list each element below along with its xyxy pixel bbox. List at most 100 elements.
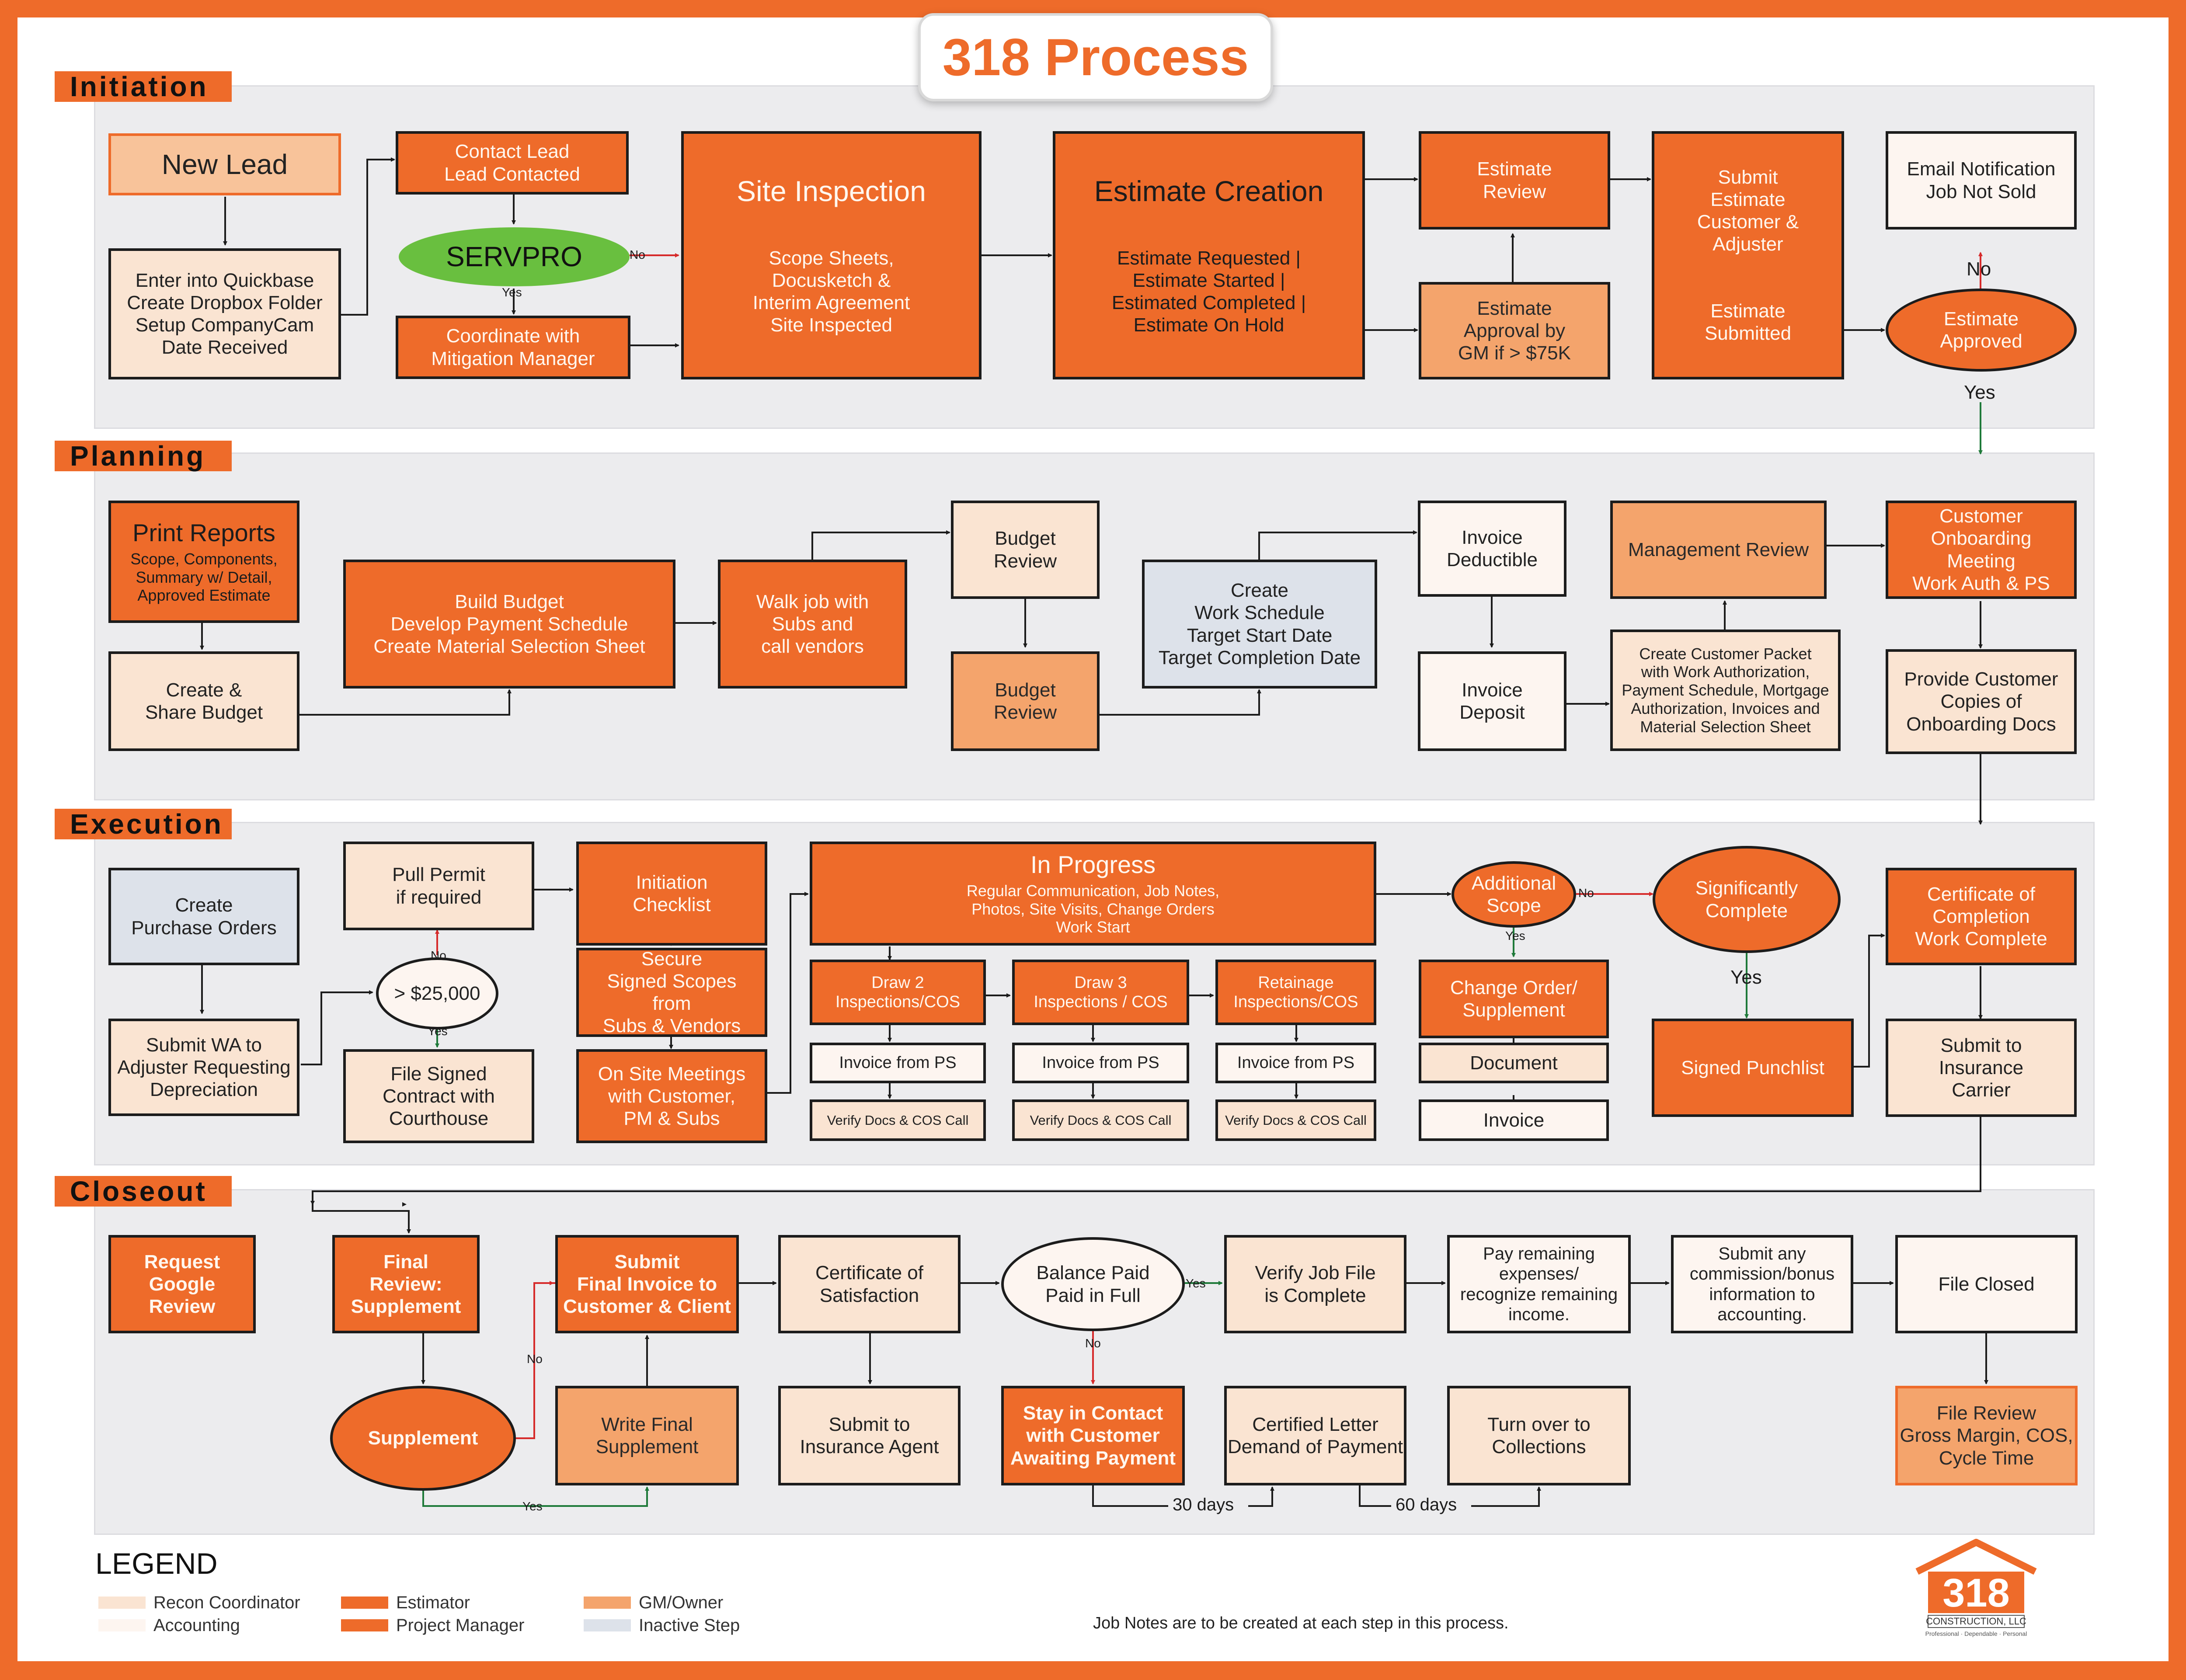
estimate-creation-details: Estimate Requested | Estimate Started | …	[1111, 247, 1306, 336]
node-change-order: Change Order/ Supplement	[1419, 960, 1609, 1038]
node-request-google-review: Request Google Review	[108, 1235, 256, 1333]
node-initiation-checklist: Initiation Checklist	[576, 842, 767, 946]
legend-swatch-recon	[98, 1597, 146, 1609]
closeout-connector	[1092, 1485, 1168, 1507]
legend-label-inactive: Inactive Step	[639, 1615, 740, 1635]
node-certified-letter: Certified Letter Demand of Payment	[1224, 1386, 1406, 1485]
closeout-connector	[1248, 1486, 1274, 1507]
node-walk-job: Walk job with Subs and call vendors	[718, 560, 907, 689]
estimate-creation-title: Estimate Creation	[1094, 174, 1324, 207]
node-servpro: SERVPRO	[399, 227, 630, 286]
legend-title: LEGEND	[95, 1547, 218, 1580]
node-invoice-ps-1: Invoice from PS	[810, 1043, 986, 1083]
lane-label-execution: Execution	[55, 809, 232, 839]
node-supplement: Supplement	[330, 1386, 516, 1491]
closeout-connector	[422, 1486, 649, 1507]
footnote: Job Notes are to be created at each step…	[1093, 1614, 1509, 1632]
node-enter-quickbase: Enter into Quickbase Create Dropbox Fold…	[108, 248, 341, 379]
node-provide-copies: Provide Customer Copies of Onboarding Do…	[1886, 649, 2077, 754]
node-file-signed-contract: File Signed Contract with Courthouse	[343, 1049, 534, 1143]
node-submit-wa: Submit WA to Adjuster Requesting Depreci…	[108, 1019, 299, 1116]
node-certificate-completion: Certificate of Completion Work Complete	[1886, 868, 2077, 965]
node-stay-in-contact: Stay in Contact with Customer Awaiting P…	[1001, 1386, 1185, 1485]
legend-swatch-project-manager	[341, 1619, 388, 1631]
legend-swatch-gm-owner	[584, 1597, 631, 1609]
node-submit-final-invoice: Submit Final Invoice to Customer & Clien…	[555, 1235, 739, 1333]
node-submit-insurance-carrier: Submit to Insurance Carrier	[1886, 1019, 2077, 1117]
node-submit-estimate: Submit Estimate Customer & Adjuster Esti…	[1652, 131, 1844, 379]
node-verify-docs-3: Verify Docs & COS Call	[1215, 1099, 1376, 1141]
node-invoice-deductible: Invoice Deductible	[1418, 501, 1566, 597]
node-submit-commission: Submit any commission/bonus information …	[1671, 1235, 1853, 1333]
node-write-final-supplement: Write Final Supplement	[555, 1386, 739, 1485]
in-progress-title: In Progress	[1030, 850, 1156, 878]
node-budget-review-1: Budget Review	[951, 501, 1100, 599]
closeout-connector	[516, 1281, 554, 1439]
node-customer-onboarding: Customer Onboarding Meeting Work Auth & …	[1886, 501, 2077, 599]
closeout-connector	[312, 1204, 411, 1234]
node-email-notification: Email Notification Job Not Sold	[1886, 131, 2077, 230]
node-new-lead: New Lead	[108, 133, 341, 195]
legend-swatch-estimator	[341, 1597, 388, 1609]
legend-item-recon: Recon Coordinator	[98, 1593, 300, 1612]
legend-label-accounting: Accounting	[153, 1615, 240, 1635]
lane-label-initiation: Initiation	[55, 71, 232, 102]
node-create-share-budget: Create & Share Budget	[108, 651, 299, 751]
node-balance-paid: Balance Paid Paid in Full	[1001, 1237, 1185, 1331]
legend-item-accounting: Accounting	[98, 1615, 240, 1635]
node-signed-punchlist: Signed Punchlist	[1652, 1019, 1854, 1117]
node-over-25000: > $25,000	[376, 957, 498, 1030]
logo-number: 318	[1942, 1571, 2010, 1615]
node-invoice-deposit: Invoice Deposit	[1418, 651, 1566, 751]
node-draw-2: Draw 2 Inspections/COS	[810, 960, 986, 1025]
node-customer-packet: Create Customer Packet with Work Authori…	[1610, 630, 1841, 751]
node-contact-lead: Contact Lead Lead Contacted	[396, 131, 629, 195]
logo-company: CONSTRUCTION, LLC	[1926, 1616, 2026, 1627]
node-pull-permit: Pull Permit if required	[343, 842, 534, 930]
logo-tagline: Professional · Dependable · Personal	[1925, 1630, 2027, 1637]
print-reports-title: Print Reports	[132, 518, 275, 546]
node-final-review: Final Review: Supplement	[332, 1235, 480, 1333]
company-logo: 318 CONSTRUCTION, LLC Professional · Dep…	[1908, 1538, 2044, 1639]
node-management-review: Management Review	[1610, 501, 1827, 599]
legend-label-project-manager: Project Manager	[396, 1615, 525, 1635]
node-estimate-review: Estimate Review	[1419, 131, 1610, 230]
node-certificate-satisfaction: Certificate of Satisfaction	[778, 1235, 961, 1333]
node-secure-signed-scopes: Secure Signed Scopes from Subs & Vendors	[576, 948, 767, 1037]
node-verify-docs-1: Verify Docs & COS Call	[810, 1099, 986, 1141]
legend-item-project-manager: Project Manager	[341, 1615, 525, 1635]
lane-label-planning: Planning	[55, 441, 232, 471]
node-estimate-approval: Estimate Approval by GM if > $75K	[1419, 282, 1610, 379]
legend-item-inactive: Inactive Step	[584, 1615, 740, 1635]
node-file-closed: File Closed	[1895, 1235, 2078, 1333]
closeout-connector	[1471, 1486, 1541, 1507]
site-inspection-title: Site Inspection	[737, 174, 926, 207]
node-budget-review-2: Budget Review	[951, 651, 1100, 751]
node-estimate-approved: Estimate Approved	[1886, 289, 2077, 372]
legend-label-gm-owner: GM/Owner	[639, 1593, 724, 1612]
node-invoice-ps-3: Invoice from PS	[1215, 1043, 1376, 1083]
node-invoice: Invoice	[1419, 1099, 1609, 1141]
node-in-progress: In Progress Regular Communication, Job N…	[810, 842, 1376, 946]
node-create-work-schedule: Create Work Schedule Target Start Date T…	[1142, 560, 1377, 689]
legend-label-recon: Recon Coordinator	[153, 1593, 300, 1612]
legend-item-estimator: Estimator	[341, 1593, 470, 1612]
node-retainage: Retainage Inspections/COS	[1215, 960, 1376, 1025]
legend-label-estimator: Estimator	[396, 1593, 470, 1612]
node-invoice-ps-2: Invoice from PS	[1012, 1043, 1189, 1083]
lane-label-closeout: Closeout	[55, 1176, 232, 1207]
node-draw-3: Draw 3 Inspections / COS	[1012, 960, 1189, 1025]
node-build-budget: Build Budget Develop Payment Schedule Cr…	[343, 560, 675, 689]
print-reports-details: Scope, Components, Summary w/ Detail, Ap…	[130, 550, 278, 605]
node-create-po: Create Purchase Orders	[108, 868, 299, 965]
node-estimate-creation: Estimate Creation Estimate Requested | E…	[1053, 131, 1365, 379]
node-additional-scope: Additional Scope	[1452, 861, 1576, 928]
page-title: 318 Process	[918, 13, 1273, 101]
node-print-reports: Print Reports Scope, Components, Summary…	[108, 501, 299, 623]
node-turn-over-collections: Turn over to Collections	[1447, 1386, 1631, 1485]
node-coordinate-mitigation: Coordinate with Mitigation Manager	[396, 316, 630, 379]
node-on-site-meetings: On Site Meetings with Customer, PM & Sub…	[576, 1049, 767, 1143]
in-progress-details: Regular Communication, Job Notes, Photos…	[966, 881, 1220, 936]
